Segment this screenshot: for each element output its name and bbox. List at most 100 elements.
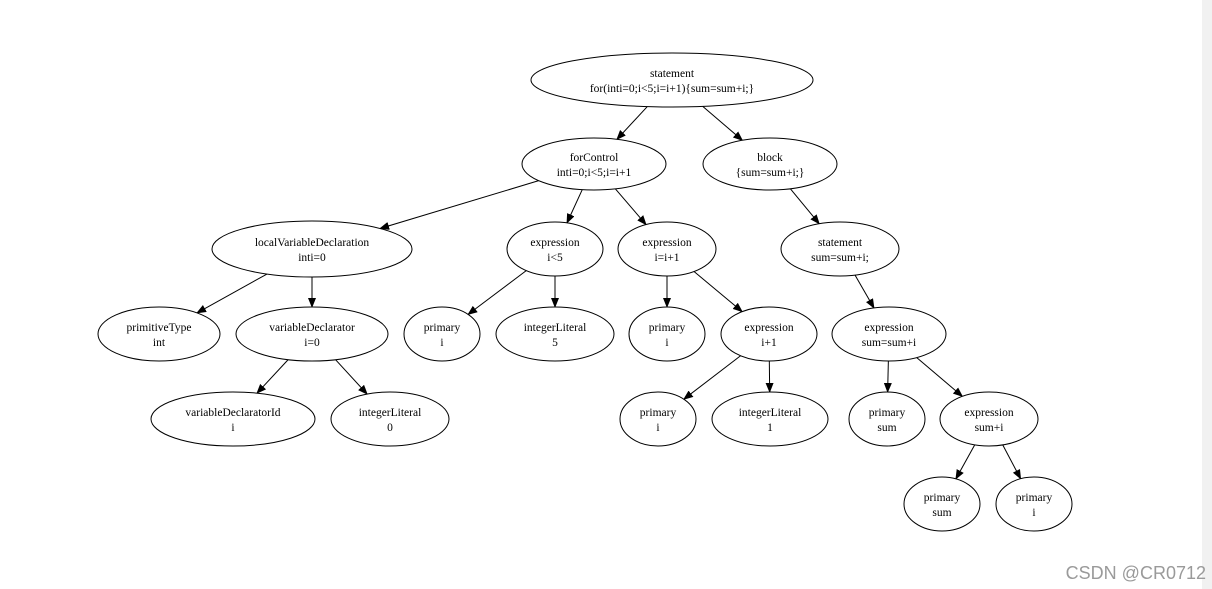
node-value: i (1032, 507, 1035, 519)
tree-node-localVariableDeclaration: localVariableDeclaration inti=0 (211, 220, 413, 278)
node-value: 0 (387, 422, 393, 434)
node-ellipse (720, 306, 818, 362)
tree-node-statement_sum: statement sum=sum+i; (780, 221, 900, 277)
tree-node-primary_i_3: primary i (619, 391, 697, 447)
node-title: variableDeclarator (269, 322, 355, 334)
edge-expression_lt-to-primary_i_1 (467, 270, 527, 315)
edge-expression_sum-to-expression_sumplusi (916, 357, 964, 397)
node-ellipse (903, 476, 981, 532)
node-value: i (665, 337, 668, 349)
tree-node-primary_sum_1: primary sum (848, 391, 926, 447)
node-title: statement (650, 68, 695, 80)
node-ellipse (235, 306, 389, 362)
node-ellipse (780, 221, 900, 277)
node-title: expression (530, 237, 579, 249)
edge-localVariableDeclaration-to-primitiveType (196, 273, 268, 314)
node-ellipse (848, 391, 926, 447)
node-value: i (440, 337, 443, 349)
edge-forControl-to-expression_assign (614, 188, 647, 226)
tree-node-expression_lt: expression i<5 (506, 221, 604, 277)
node-title: primary (649, 322, 686, 334)
node-ellipse (521, 137, 667, 191)
tree-node-expression_sumplusi: expression sum+i (939, 391, 1039, 447)
node-title: primary (924, 492, 961, 504)
node-value: {sum=sum+i;} (736, 167, 805, 179)
edge-expression_sumplusi-to-primary_i_4 (1002, 444, 1022, 480)
node-value: i<5 (547, 252, 563, 264)
tree-node-expression_sum: expression sum=sum+i (831, 306, 947, 362)
node-title: primary (1016, 492, 1053, 504)
node-title: primary (640, 407, 677, 419)
node-ellipse (506, 221, 604, 277)
node-value: i (656, 422, 659, 434)
node-title: statement (818, 237, 863, 249)
node-value: sum (877, 422, 896, 434)
node-title: localVariableDeclaration (255, 237, 370, 249)
watermark: CSDN @CR0712 (1065, 563, 1206, 583)
edge-statement_sum-to-expression_sum (854, 274, 875, 309)
node-value: int (153, 337, 166, 349)
node-value: sum=sum+i; (811, 252, 869, 264)
node-title: expression (744, 322, 793, 334)
node-ellipse (495, 306, 615, 362)
node-ellipse (702, 137, 838, 191)
node-ellipse (403, 306, 481, 362)
node-ellipse (619, 391, 697, 447)
node-title: primitiveType (127, 322, 192, 334)
edge-statement_root-to-forControl (616, 106, 648, 141)
tree-node-statement_root: statement for(inti=0;i<5;i=i+1){sum=sum+i… (530, 52, 814, 108)
node-value: sum=sum+i (862, 337, 917, 349)
tree-node-primary_sum_2: primary sum (903, 476, 981, 532)
node-value: i=i+1 (654, 252, 679, 264)
node-title: integerLiteral (524, 322, 587, 334)
node-ellipse (939, 391, 1039, 447)
edge-variableDeclarator-to-integerLiteral_0 (335, 359, 368, 395)
node-ellipse (711, 391, 829, 447)
node-ellipse (628, 306, 706, 362)
node-value: for(inti=0;i<5;i=i+1){sum=sum+i;} (590, 83, 754, 95)
edge-statement_root-to-block (702, 105, 744, 141)
edge-forControl-to-expression_lt (566, 189, 583, 224)
node-title: primary (869, 407, 906, 419)
node-ellipse (150, 391, 316, 447)
node-value: inti=0 (298, 252, 326, 264)
tree-node-variableDeclarator: variableDeclarator i=0 (235, 306, 389, 362)
node-value: sum (932, 507, 951, 519)
tree-node-variableDeclaratorId: variableDeclaratorId i (150, 391, 316, 447)
tree-node-primary_i_2: primary i (628, 306, 706, 362)
node-title: expression (864, 322, 913, 334)
node-ellipse (97, 306, 221, 362)
node-value: sum+i (975, 422, 1004, 434)
tree-node-forControl: forControl inti=0;i<5;i=i+1 (521, 137, 667, 191)
node-title: primary (424, 322, 461, 334)
node-value: inti=0;i<5;i=i+1 (557, 167, 632, 179)
node-title: expression (642, 237, 691, 249)
node-title: integerLiteral (739, 407, 802, 419)
edge-expression_assign-to-expression_iplus1 (693, 271, 743, 313)
edge-expression_sum-to-primary_sum_1 (883, 360, 892, 394)
edge-variableDeclarator-to-variableDeclaratorId (256, 359, 289, 394)
vertical-scrollbar[interactable] (1202, 0, 1212, 589)
node-title: block (757, 152, 783, 164)
node-title: expression (964, 407, 1013, 419)
tree-node-primitiveType: primitiveType int (97, 306, 221, 362)
node-ellipse (330, 391, 450, 447)
node-value: i (231, 422, 234, 434)
edge-expression_iplus1-to-primary_i_3 (683, 355, 741, 400)
node-ellipse (617, 221, 717, 277)
node-title: forControl (570, 152, 619, 164)
node-ellipse (530, 52, 814, 108)
node-ellipse (211, 220, 413, 278)
node-title: variableDeclaratorId (185, 407, 280, 419)
edge-expression_sumplusi-to-primary_sum_2 (955, 444, 976, 480)
node-ellipse (995, 476, 1073, 532)
node-value: 5 (552, 337, 558, 349)
edge-block-to-statement_sum (790, 188, 820, 225)
tree-node-primary_i_1: primary i (403, 306, 481, 362)
edge-forControl-to-localVariableDeclaration (379, 180, 539, 230)
node-value: i=0 (304, 337, 320, 349)
